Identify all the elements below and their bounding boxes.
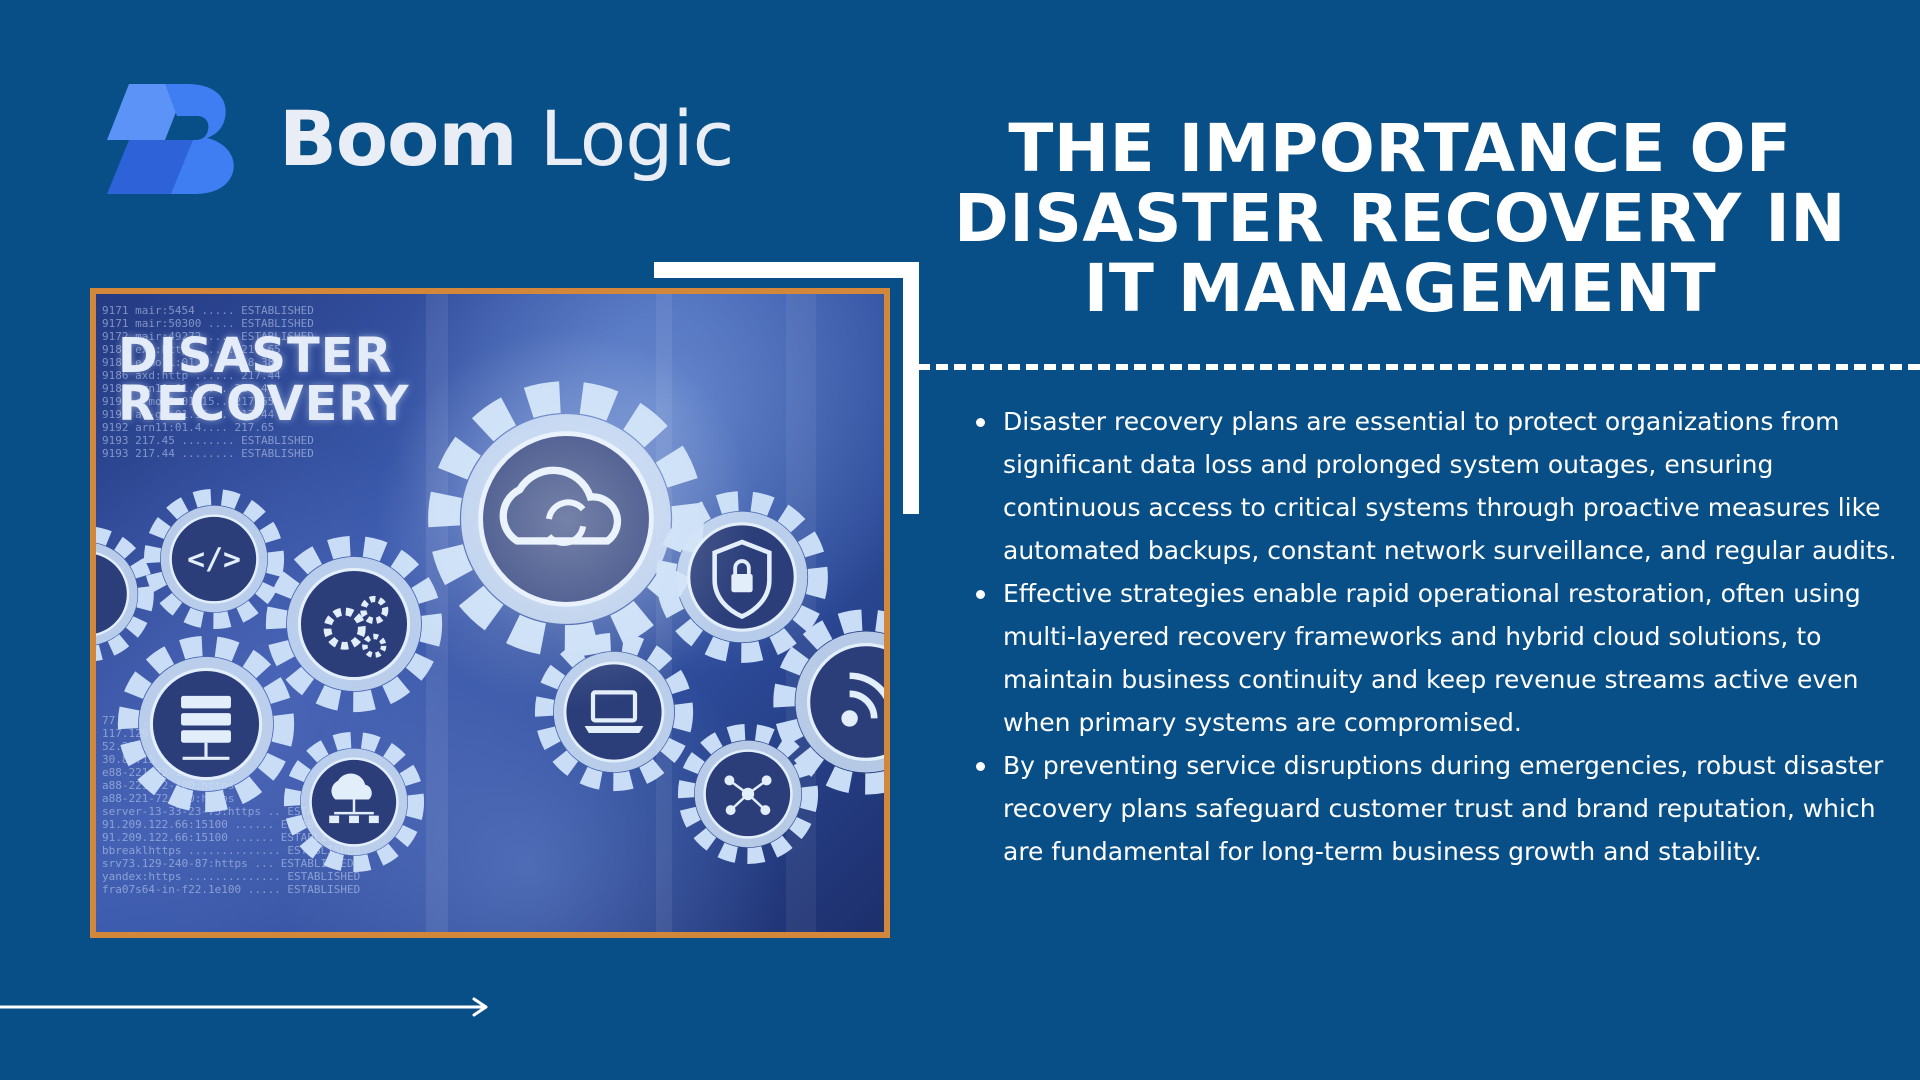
network-nodes-icon bbox=[686, 732, 810, 856]
bullet-list: Disaster recovery plans are essential to… bbox=[976, 400, 1903, 873]
brand-name-light: Logic bbox=[539, 94, 735, 183]
dashed-divider bbox=[918, 364, 1920, 370]
svg-text:</>: </> bbox=[187, 542, 241, 577]
settings-gears-icon bbox=[276, 546, 432, 702]
server-database-icon bbox=[128, 646, 284, 802]
photo-headline-line2: RECOVERY bbox=[118, 376, 410, 432]
code-icon: </> bbox=[152, 497, 276, 621]
page-title: The Importance of Disaster Recovery in I… bbox=[953, 110, 1846, 327]
arrow-right-icon bbox=[0, 997, 488, 1017]
list-item: By preventing service disruptions during… bbox=[976, 744, 1903, 873]
wifi-signal-icon bbox=[784, 620, 884, 784]
boom-logic-logo-icon bbox=[107, 84, 234, 194]
cloud-network-icon bbox=[292, 740, 416, 864]
disaster-recovery-photo: 9171 mair:5454 ..... ESTABLISHED 9171 ma… bbox=[90, 288, 890, 938]
list-item: Disaster recovery plans are essential to… bbox=[976, 400, 1903, 572]
brand-name-strong: Boom bbox=[279, 94, 518, 183]
brand-wordmark: Boom Logic bbox=[279, 101, 734, 177]
gear-icons-illustration: </> bbox=[96, 294, 884, 932]
brand-logo[interactable]: Boom Logic bbox=[107, 84, 734, 194]
photo-code-texture: 9171 mair:5454 ..... ESTABLISHED 9171 ma… bbox=[102, 304, 314, 460]
list-item: Effective strategies enable rapid operat… bbox=[976, 572, 1903, 744]
photo-headline-line1: DISASTER bbox=[118, 328, 393, 384]
